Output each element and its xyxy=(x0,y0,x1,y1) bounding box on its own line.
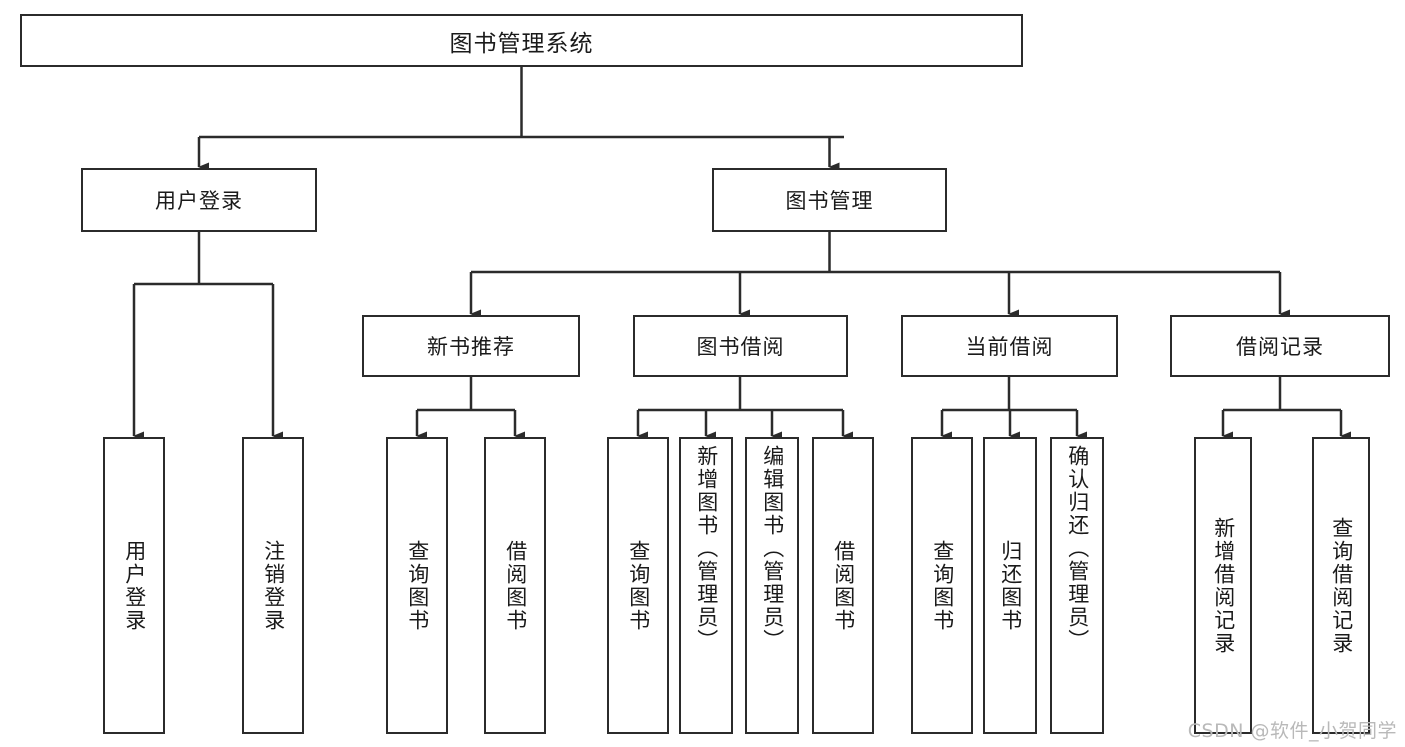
leaf-lend-book[interactable]: 借阅图书 xyxy=(812,437,874,734)
leaf-query-book-borrow-label: 查询图书 xyxy=(626,539,651,632)
leaf-add-borrow-record-label: 新增借阅记录 xyxy=(1211,516,1236,655)
node-book-borrow-label: 图书借阅 xyxy=(696,335,785,359)
leaf-add-borrow-record[interactable]: 新增借阅记录 xyxy=(1194,437,1252,734)
leaf-confirm-return-admin[interactable]: 确认归还（管理员） xyxy=(1050,437,1104,734)
node-borrow-record[interactable]: 借阅记录 xyxy=(1170,315,1390,377)
leaf-logout-label: 注销登录 xyxy=(261,539,286,632)
node-user-login[interactable]: 用户登录 xyxy=(81,168,317,232)
node-new-book-recommend[interactable]: 新书推荐 xyxy=(362,315,580,377)
node-current-borrow-label: 当前借阅 xyxy=(965,335,1054,359)
leaf-query-book-new-label: 查询图书 xyxy=(405,539,430,632)
leaf-user-login[interactable]: 用户登录 xyxy=(103,437,165,734)
leaf-return-book-label: 归还图书 xyxy=(998,539,1023,632)
leaf-query-book-new[interactable]: 查询图书 xyxy=(386,437,448,734)
node-borrow-record-label: 借阅记录 xyxy=(1236,335,1324,359)
leaf-lend-book-label: 借阅图书 xyxy=(831,539,856,632)
leaf-user-login-label: 用户登录 xyxy=(122,539,147,632)
node-current-borrow[interactable]: 当前借阅 xyxy=(901,315,1118,377)
leaf-add-book-admin[interactable]: 新增图书（管理员） xyxy=(679,437,733,734)
node-root-label: 图书管理系统 xyxy=(449,30,594,57)
leaf-query-book-borrow[interactable]: 查询图书 xyxy=(607,437,669,734)
node-user-login-label: 用户登录 xyxy=(155,189,243,213)
leaf-logout[interactable]: 注销登录 xyxy=(242,437,304,734)
leaf-confirm-return-admin-label: 确认归还（管理员） xyxy=(1065,445,1090,652)
leaf-borrow-book-new[interactable]: 借阅图书 xyxy=(484,437,546,734)
leaf-add-book-admin-label: 新增图书（管理员） xyxy=(694,445,719,652)
leaf-query-book-current[interactable]: 查询图书 xyxy=(911,437,973,734)
leaf-query-borrow-record[interactable]: 查询借阅记录 xyxy=(1312,437,1370,734)
leaf-query-book-current-label: 查询图书 xyxy=(930,539,955,632)
leaf-return-book[interactable]: 归还图书 xyxy=(983,437,1037,734)
node-root[interactable]: 图书管理系统 xyxy=(20,14,1023,67)
leaf-edit-book-admin[interactable]: 编辑图书（管理员） xyxy=(745,437,799,734)
node-book-borrow[interactable]: 图书借阅 xyxy=(633,315,848,377)
node-book-management[interactable]: 图书管理 xyxy=(712,168,947,232)
node-book-management-label: 图书管理 xyxy=(785,189,874,213)
watermark-text: CSDN @软件_小贺同学 xyxy=(1187,720,1397,742)
leaf-edit-book-admin-label: 编辑图书（管理员） xyxy=(760,445,785,652)
leaf-borrow-book-new-label: 借阅图书 xyxy=(503,539,528,632)
node-new-book-recommend-label: 新书推荐 xyxy=(427,335,515,359)
leaf-query-borrow-record-label: 查询借阅记录 xyxy=(1329,516,1354,655)
